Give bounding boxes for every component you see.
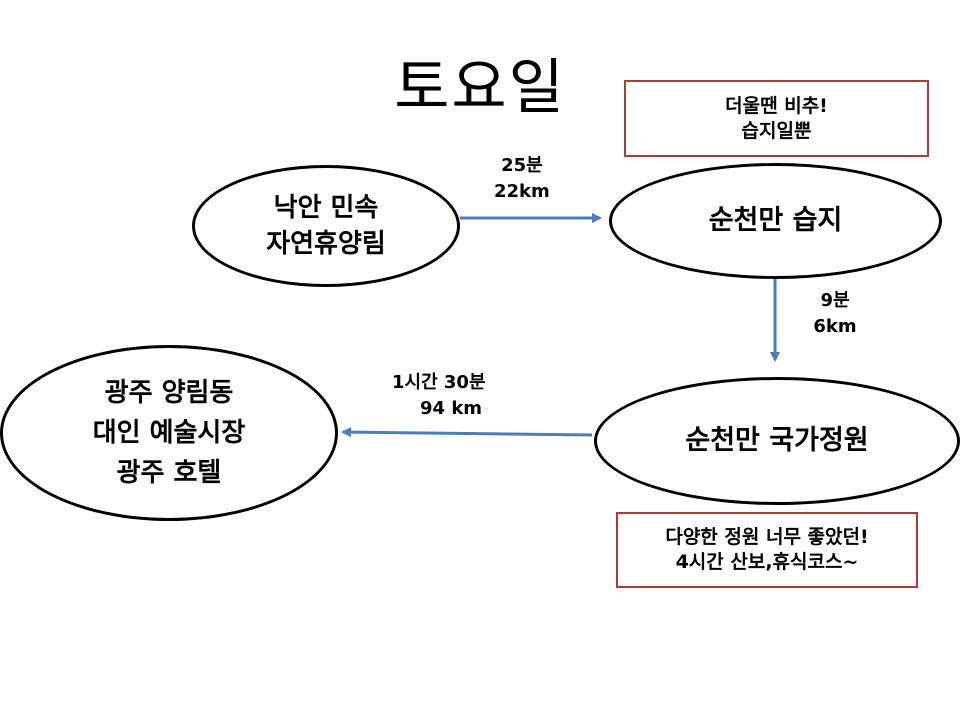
node-wetland: 순천만 습지	[609, 163, 942, 279]
node-nakan: 낙안 민속 자연휴양림	[192, 165, 460, 287]
garden-note-line-2: 4시간 산보,휴식코스~	[675, 551, 859, 573]
edge-time: 25분	[501, 155, 543, 176]
wetland-note-line-2: 습지일뿐	[741, 119, 812, 142]
edge-label-wetland-garden: 9분 6km	[805, 288, 865, 340]
node-garden: 순천만 국가정원	[594, 377, 960, 505]
garden-note: 다양한 정원 너무 좋았던! 4시간 산보,휴식코스~	[616, 512, 918, 588]
node-wetland-line-1: 순천만 습지	[708, 205, 843, 236]
edge-distance: 22km	[494, 181, 550, 202]
wetland-note: 더울땐 비추! 습지일뿐	[624, 80, 929, 157]
node-gwangju: 광주 양림동 대인 예술시장 광주 호텔	[0, 345, 338, 521]
edge-label-garden-gwangju: 1시간 30분 94 km	[392, 370, 486, 422]
node-gwangju-line-3: 광주 호텔	[116, 458, 222, 488]
edge-time: 1시간 30분	[392, 372, 486, 393]
node-garden-line-1: 순천만 국가정원	[685, 425, 869, 456]
node-nakan-line-2: 자연휴양림	[266, 229, 386, 259]
edge-distance: 6km	[813, 316, 857, 337]
edge-distance: 94 km	[420, 398, 483, 419]
garden-note-line-1: 다양한 정원 너무 좋았던!	[665, 526, 869, 548]
edge-time: 9분	[820, 290, 850, 311]
edge-label-nakan-wetland: 25분 22km	[494, 153, 550, 205]
node-gwangju-line-1: 광주 양림동	[104, 378, 234, 408]
wetland-note-line-1: 더울땐 비추!	[725, 94, 828, 117]
page-title: 토요일	[394, 53, 566, 123]
node-nakan-line-1: 낙안 민속	[273, 193, 379, 223]
arrow-garden-to-gwangju	[341, 427, 593, 438]
node-gwangju-line-2: 대인 예술시장	[92, 418, 246, 448]
